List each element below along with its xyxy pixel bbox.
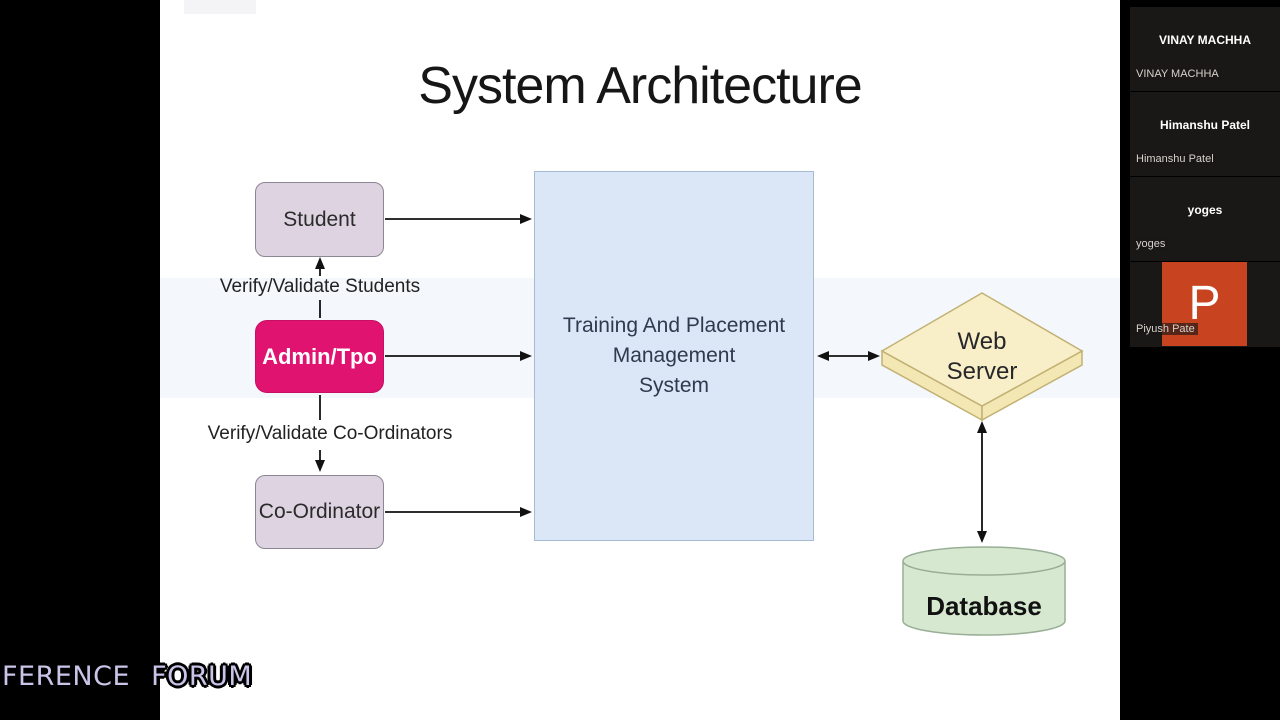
node-system-box xyxy=(534,171,814,541)
participant-name-badge: Piyush Pate xyxy=(1133,323,1198,335)
conference-forum-watermark: FERENCE FORUM xyxy=(2,661,253,692)
powerpoint-letter: P xyxy=(1188,277,1221,330)
left-black-strip xyxy=(0,0,160,720)
participant-tile[interactable]: VINAY MACHHA VINAY MACHHA xyxy=(1130,7,1280,91)
participant-tiles: VINAY MACHHA VINAY MACHHA Himanshu Patel… xyxy=(1130,7,1280,347)
edge-label-verify-students: Verify/Validate Students xyxy=(219,276,421,297)
slide-title: System Architecture xyxy=(418,57,862,115)
node-coordinator: Co-Ordinator xyxy=(255,475,384,549)
node-admin-tpo: Admin/Tpo xyxy=(255,320,384,393)
participant-tile[interactable]: Himanshu Patel Himanshu Patel xyxy=(1130,92,1280,176)
participant-display-name: VINAY MACHHA xyxy=(1158,33,1251,47)
web-server-label-line2: Server xyxy=(946,358,1018,385)
participant-tile[interactable]: yoges yoges xyxy=(1130,177,1280,261)
edge-label-verify-coordinators: Verify/Validate Co-Ordinators xyxy=(207,423,453,444)
node-student: Student xyxy=(255,182,384,257)
participant-display-name: yoges xyxy=(1187,203,1223,217)
participant-name-badge: yoges xyxy=(1133,238,1169,250)
participant-display-name: Himanshu Patel xyxy=(1159,118,1251,132)
web-server-label-line1: Web xyxy=(957,328,1007,355)
database-label: Database xyxy=(926,591,1042,621)
slide-corner-artifact xyxy=(184,0,256,14)
shared-slide: System Architecture xyxy=(160,0,1120,720)
participant-name-badge: Himanshu Patel xyxy=(1133,153,1217,165)
participants-panel: VINAY MACHHA VINAY MACHHA Himanshu Patel… xyxy=(1120,0,1280,720)
system-label-line1: Training And Placement xyxy=(562,314,786,337)
system-label-line2: Management xyxy=(612,344,736,367)
participant-tile[interactable]: P Piyush Pate xyxy=(1130,262,1280,347)
participant-name-badge: VINAY MACHHA xyxy=(1133,68,1222,80)
system-label-line3: System xyxy=(638,374,709,397)
web-server-label: Web Server xyxy=(882,327,1082,387)
system-box-label: Training And Placement Management System xyxy=(534,311,814,401)
